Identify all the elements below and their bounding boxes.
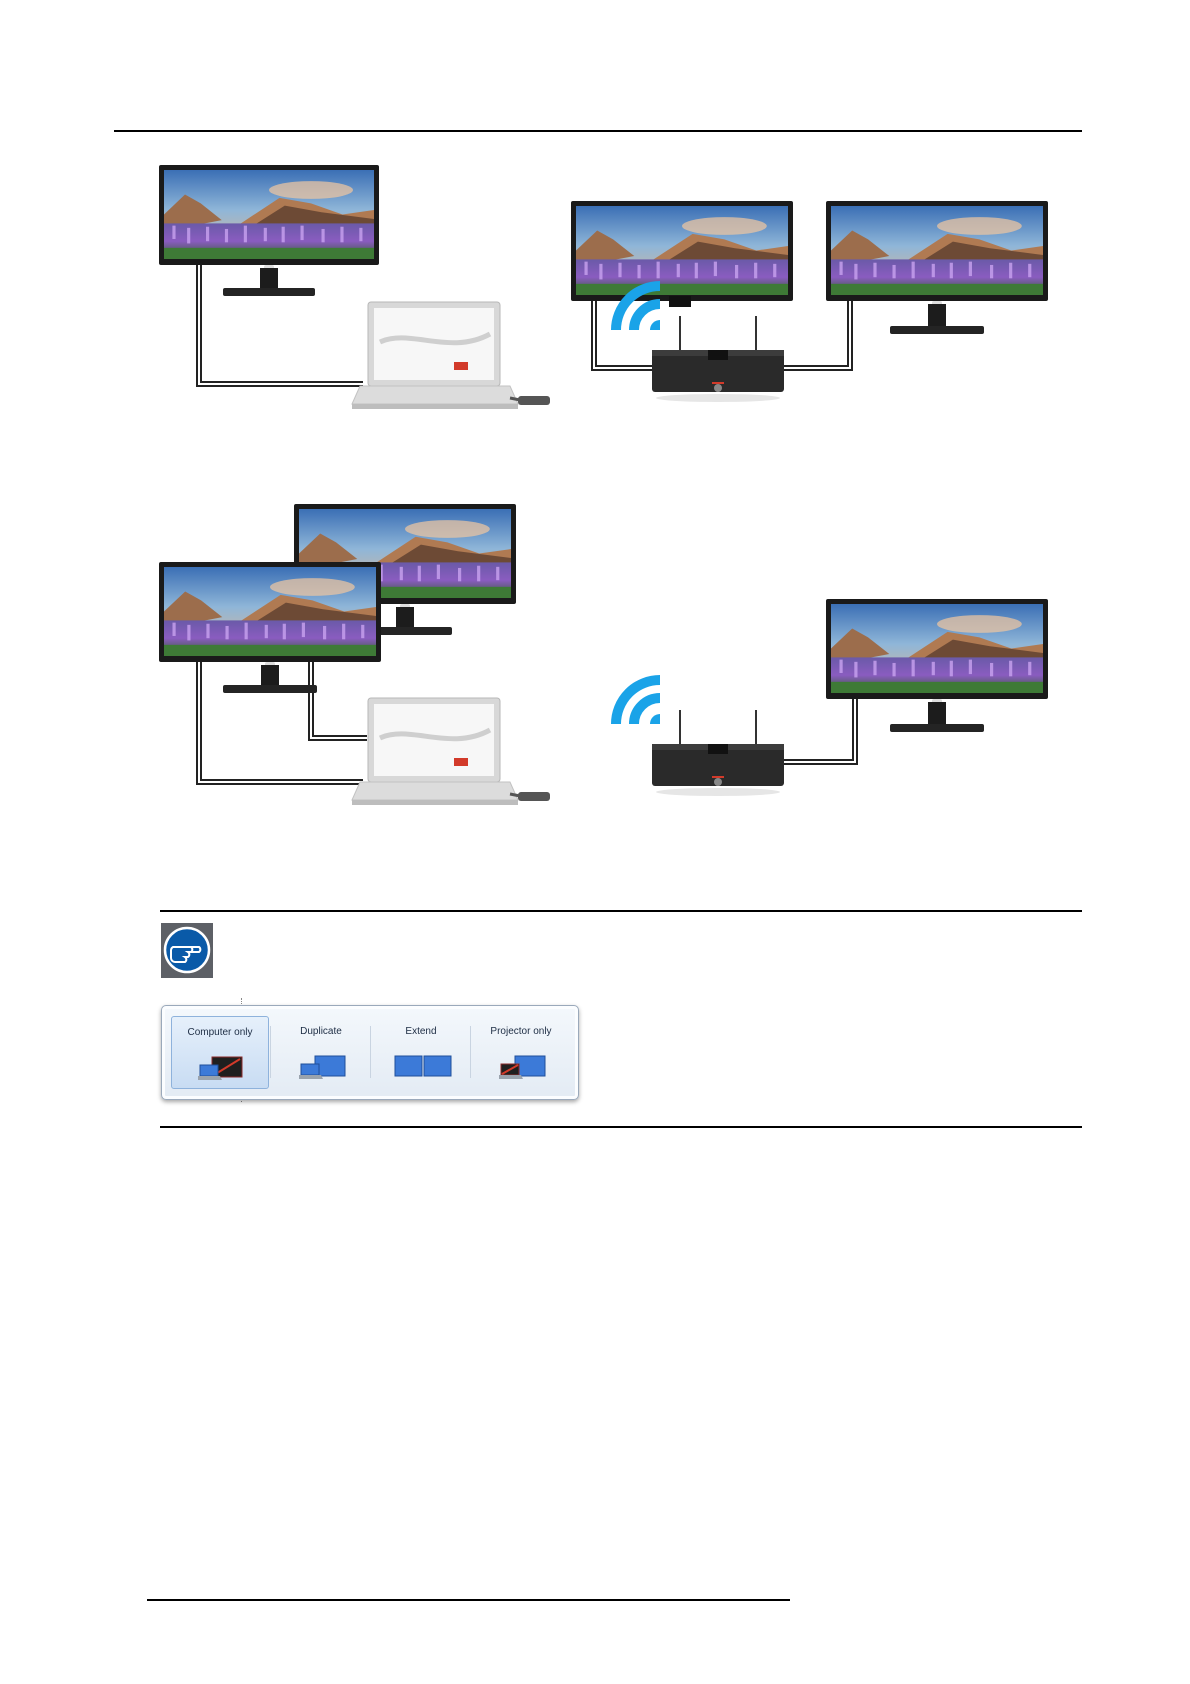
- meeting-room-display: [826, 599, 1048, 737]
- diagram-extended-display: [0, 0, 1190, 840]
- separator: [470, 1026, 471, 1078]
- extend-icon: [393, 1054, 453, 1082]
- landscape-image: [831, 604, 1043, 693]
- option-extend[interactable]: Extend: [373, 1016, 469, 1087]
- separator: [270, 1026, 271, 1078]
- footer-rule: [147, 1599, 790, 1601]
- pointing-hand-icon: [161, 923, 213, 978]
- landscape-image: [164, 567, 376, 656]
- projector-only-icon: [499, 1054, 549, 1082]
- option-computer-only[interactable]: Computer only: [171, 1016, 269, 1089]
- option-projector-only[interactable]: Projector only: [473, 1016, 569, 1087]
- laptop: [350, 694, 560, 814]
- option-label: Projector only: [473, 1026, 569, 1037]
- note-bottom-rule: [160, 1126, 1082, 1128]
- laptop-only-icon: [198, 1055, 248, 1083]
- option-label: Computer only: [172, 1027, 268, 1038]
- note-top-rule: [160, 910, 1082, 912]
- option-duplicate[interactable]: Duplicate: [273, 1016, 369, 1087]
- option-label: Duplicate: [273, 1026, 369, 1037]
- monitor: [159, 562, 381, 698]
- option-label: Extend: [373, 1026, 469, 1037]
- duplicate-icon: [299, 1054, 349, 1082]
- separator: [370, 1026, 371, 1078]
- base-unit: [650, 706, 786, 798]
- display-switch-panel: Computer only Duplicate Extend Projector…: [161, 1005, 579, 1100]
